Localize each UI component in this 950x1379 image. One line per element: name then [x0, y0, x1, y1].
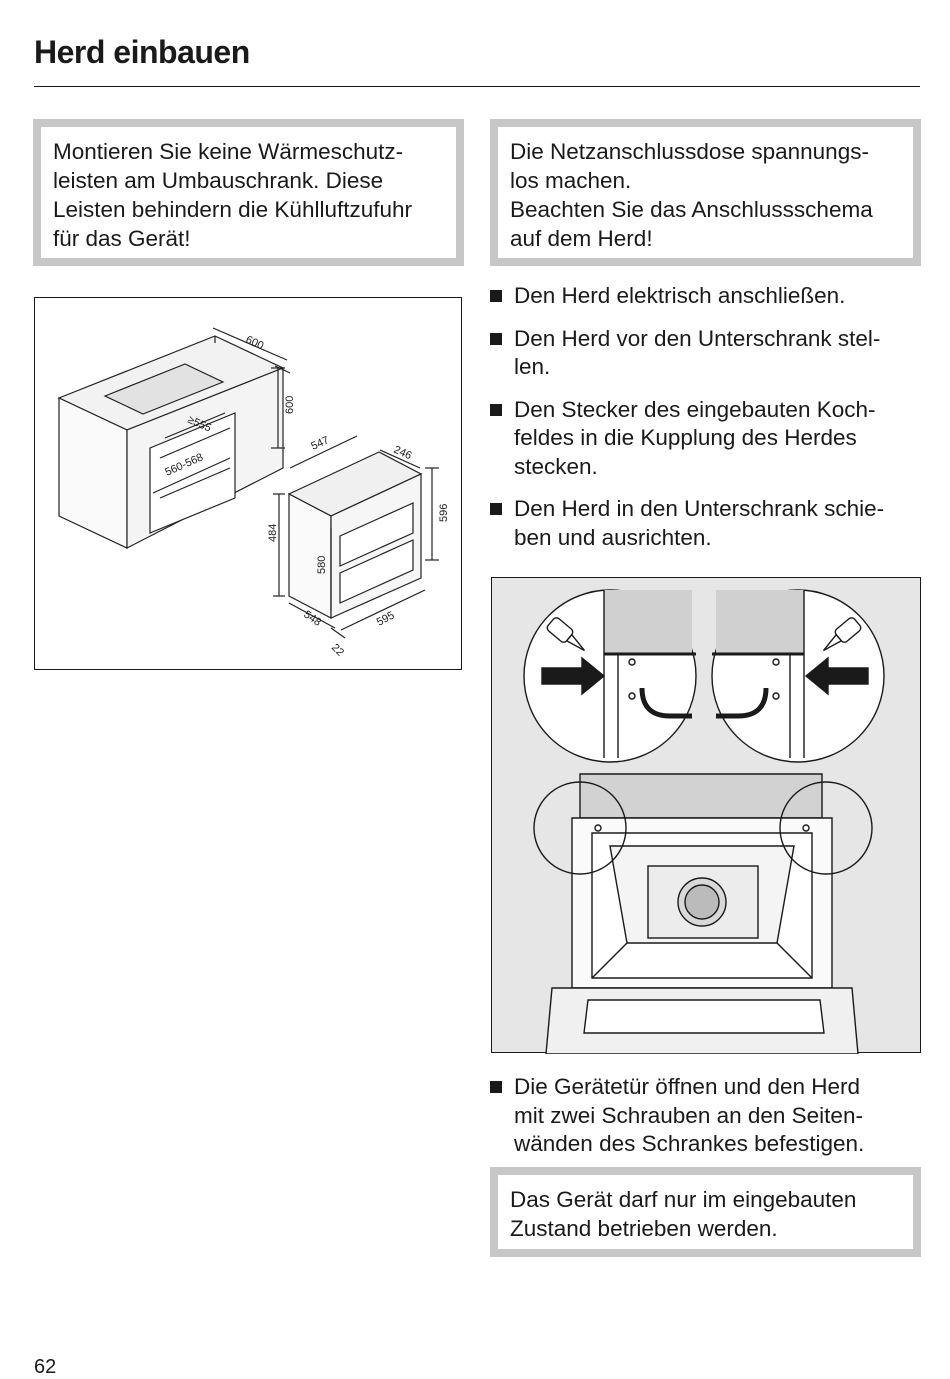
oven-mounting-figure [491, 577, 921, 1054]
step-item: Den Herd vor den Unterschrank stel- len. [490, 325, 920, 382]
step-item: Den Herd in den Unterschrank schie- ben … [490, 495, 920, 552]
warning-box-heat-strips: Montieren Sie keine Wärmeschutz- leisten… [33, 119, 464, 266]
title-divider [34, 86, 920, 87]
bullet-square-icon [490, 332, 502, 345]
step-line: Den Herd vor den Unterschrank stel- [514, 325, 881, 351]
dim-label-484: 484 [267, 524, 279, 542]
bullet-square-icon [490, 1081, 502, 1093]
step-line: Die Gerätetür öffnen und den Herd [514, 1074, 861, 1099]
dimension-drawing: 600 600 ≥555 560-568 547 246 596 484 580… [57, 327, 450, 659]
warning-box-installed-only: Das Gerät darf nur im eingebauten Zustan… [490, 1167, 921, 1257]
warning-line: auf dem Herd! [510, 226, 653, 251]
bullet-square-icon [490, 290, 502, 302]
oven-mounting-drawing [523, 589, 885, 1054]
step-line: Den Stecker des eingebauten Koch- [514, 396, 876, 422]
page-number: 62 [34, 1356, 57, 1378]
step-line: Den Herd in den Unterschrank schie- [514, 496, 885, 521]
installation-dimensions-figure: 600 600 ≥555 560-568 547 246 596 484 580… [34, 297, 462, 670]
step-item: Den Stecker des eingebauten Koch- feldes… [490, 396, 920, 482]
dim-label-600-side: 600 [284, 396, 296, 414]
bullet-square-icon [490, 403, 502, 416]
warning-line: für das Gerät! [53, 226, 191, 251]
warning-box-power-off: Die Netzanschlussdose spannungs- los mac… [490, 119, 921, 266]
warning-line: leisten am Umbauschrank. Diese [53, 168, 384, 193]
step-line: ben und ausrichten. [514, 524, 712, 550]
step-item: Die Gerätetür öffnen und den Herd mit zw… [490, 1073, 920, 1159]
warning-line: Zustand betrieben werden. [510, 1216, 778, 1241]
step-item: Den Herd elektrisch anschließen. [490, 282, 920, 311]
dim-label-246: 246 [392, 444, 414, 462]
step-line: wänden des Schrankes befestigen. [514, 1131, 865, 1156]
step-line: Den Herd elektrisch anschließen. [514, 283, 846, 308]
warning-line: Das Gerät darf nur im eingebauten [510, 1187, 857, 1212]
warning-line: los machen. [510, 168, 632, 193]
final-step: Die Gerätetür öffnen und den Herd mit zw… [490, 1073, 920, 1159]
dim-label-580: 580 [316, 556, 328, 574]
warning-line: Die Netzanschlussdose spannungs- [510, 139, 869, 164]
warning-line: Leisten behindern die Kühlluftzufuhr [53, 197, 413, 222]
step-line: stecken. [514, 453, 598, 479]
warning-line: Montieren Sie keine Wärmeschutz- [53, 139, 404, 164]
installation-steps: Den Herd elektrisch anschließen. Den Her… [490, 282, 920, 552]
step-line: len. [514, 354, 551, 379]
step-line: feldes in die Kupplung des Herdes [514, 425, 857, 450]
page-title: Herd einbauen [34, 34, 250, 70]
bullet-square-icon [490, 503, 502, 515]
step-line: mit zwei Schrauben an den Seiten- [514, 1102, 863, 1128]
dim-label-22: 22 [329, 642, 346, 659]
dim-label-596: 596 [438, 504, 450, 522]
warning-line: Beachten Sie das Anschlussschema [510, 197, 873, 222]
